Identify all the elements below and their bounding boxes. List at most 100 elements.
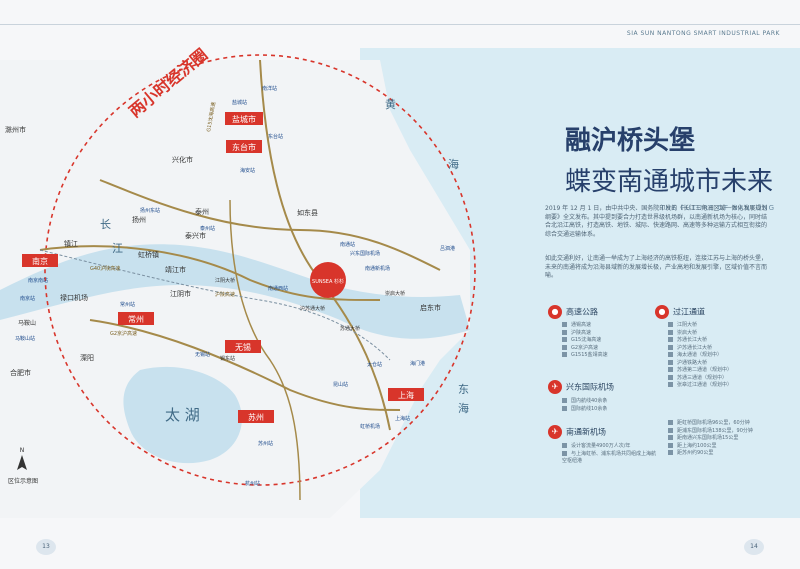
list-item: 国际航线10余条: [562, 406, 607, 414]
svg-text:南京: 南京: [32, 256, 48, 266]
station-label: 常州站: [120, 301, 135, 308]
title-block: 融沪桥头堡 蝶变南通城市未来 THE FUTURE OF NANTONG: [565, 120, 775, 212]
plane-icon: ✈: [548, 380, 562, 394]
station-label: 南通新机场: [365, 265, 390, 272]
station-label: 南通西站: [268, 285, 288, 292]
title-line-2: 蝶变南通城市未来: [565, 167, 774, 197]
bridge-label: 崇启大桥: [385, 290, 405, 297]
road-label: 沪陕高速: [215, 291, 235, 298]
bridge-label: 江阴大桥: [215, 277, 235, 284]
list-item: 与上海虹桥、浦东机场共同组成上海航空枢纽港: [562, 450, 657, 465]
city-label: 锡东站: [220, 355, 235, 362]
list-item: 苏通长江大桥: [668, 337, 732, 345]
railway-line: [39, 249, 391, 361]
station-label: 无锡站: [195, 351, 210, 358]
highway-south: [229, 199, 301, 501]
river-char-1: 长: [100, 218, 111, 231]
svg-text:常州: 常州: [128, 315, 144, 324]
title-subtitle: THE FUTURE OF NANTONG: [660, 204, 775, 212]
station-label: 吕泗港: [440, 245, 455, 252]
distance-list: 距虹桥国际机场96公里，60分钟 距浦东国际机场138公里，90分钟 距南通兴东…: [668, 420, 753, 458]
hub-marker: [310, 262, 346, 298]
sea-char-1: 黄: [385, 97, 396, 111]
city-label: 合肥市: [10, 368, 31, 377]
list-item: G15沈海高速: [562, 337, 608, 345]
xingdong-list: 国内航线40余条 国际航线10余条: [562, 398, 607, 413]
intro-paragraph: 2019 年 12 月 1 日，由中共中央、国务院印发的《长江三角洲区域一体化发…: [545, 205, 768, 239]
brand-name: SIA SUN NANTONG SMART INDUSTRIAL PARK: [626, 30, 780, 37]
header-rule: [0, 24, 800, 25]
red-city-shanghai: 上海: [388, 388, 424, 401]
list-item: 张皋过江通道（规划中）: [668, 382, 732, 390]
bridge-label: 苏通大桥: [340, 325, 360, 332]
list-item: 江阴大桥: [668, 322, 732, 330]
two-hour-circle: [44, 54, 476, 486]
xingdong-section-title: ✈兴东国际机场: [548, 380, 614, 394]
red-city-dongtai: 东台市: [226, 140, 262, 153]
bridge-icon: ●: [655, 305, 669, 319]
list-item: 距浦东国际机场138公里，90分钟: [668, 428, 753, 436]
station-label: 上海站: [395, 415, 410, 422]
station-label: 南京站: [20, 295, 35, 302]
road-label: G2京沪高速: [110, 330, 137, 337]
city-label: 如东县: [297, 208, 318, 217]
yangtze-river: [0, 244, 470, 339]
station-label: 南京南站: [28, 277, 48, 284]
east-sea-char-1: 东: [458, 383, 469, 396]
list-item: 海太通道（规划中）: [668, 352, 732, 360]
crossing-section-title: ●过江通道: [655, 305, 705, 319]
list-item: 崇启大桥: [668, 330, 732, 338]
station-label: 苏州站: [258, 440, 273, 447]
city-label: 泰州: [195, 207, 209, 216]
city-label: 兴化市: [172, 155, 193, 164]
city-label: 扬州: [132, 215, 146, 224]
station-label: 南洋站: [262, 85, 277, 92]
red-city-changzhou: 常州: [118, 312, 154, 325]
station-label: 盐城站: [232, 99, 247, 106]
car-icon: ●: [548, 305, 562, 319]
title-line-1: 融沪桥头堡: [565, 126, 696, 156]
value-paragraph: 如此交通利好，让南通一举成为了上海经济的高铁枢纽，连接江苏与上海的桥头堡，未来的…: [545, 255, 768, 280]
highway-list: 通锡高速 沪陕高速 G15沈海高速 G2京沪高速 G1515盐靖高速: [562, 322, 608, 360]
station-label: 马鞍山站: [15, 335, 35, 342]
station-label: 太仓站: [367, 361, 382, 368]
svg-text:N: N: [20, 447, 25, 454]
new-airport-section-title: ✈南通新机场: [548, 425, 606, 439]
station-label: 泰州站: [200, 225, 215, 232]
list-item: G2京沪高速: [562, 345, 608, 353]
list-item: 设计客流量4900万人次/年: [562, 443, 657, 451]
highway-section-title: ●高速公路: [548, 305, 598, 319]
city-label: 镇江: [64, 239, 78, 248]
bridge-label: 沪苏通大桥: [300, 305, 325, 312]
crossing-list: 江阴大桥 崇启大桥 苏通长江大桥 沪苏通长江大桥 海太通道（规划中） 沪通铁路大…: [668, 322, 732, 390]
highway-g40: [39, 245, 381, 301]
list-item: 苏通三通道（规划中）: [668, 375, 732, 383]
page-number-left: 13: [36, 539, 56, 555]
compass-label: 区位示意图: [8, 477, 38, 485]
list-item: 国内航线40余条: [562, 398, 607, 406]
list-item: 距上海约100公里: [668, 443, 753, 451]
svg-text:东台市: 东台市: [232, 142, 256, 152]
road-label: G40沪陕高速: [90, 265, 120, 272]
lake-label: 太 湖: [165, 406, 200, 424]
tai-lake: [123, 366, 242, 464]
list-item: 距苏州约90公里: [668, 450, 753, 458]
list-item: G1515盐靖高速: [562, 352, 608, 360]
red-city-yancheng: 盐城市: [225, 112, 263, 125]
red-city-suzhou: 苏州: [238, 410, 274, 423]
station-label: 虹桥机场: [360, 423, 380, 430]
new-airport-list: 设计客流量4900万人次/年 与上海虹桥、浦东机场共同组成上海航空枢纽港: [562, 443, 657, 466]
station-label: 兴东国际机场: [350, 250, 380, 257]
east-sea-char-2: 海: [458, 401, 469, 415]
hub-label: SUNSEA 杉杉: [312, 278, 344, 285]
red-city-nanjing: 南京: [22, 254, 58, 267]
highway-g2: [89, 319, 401, 411]
sea-char-2: 海: [448, 157, 459, 171]
station-label: 扬州东站: [140, 207, 160, 214]
list-item: 通锡高速: [562, 322, 608, 330]
list-item: 距南通兴东国际机场15公里: [668, 435, 753, 443]
river-char-2: 江: [112, 242, 123, 255]
svg-text:无锡: 无锡: [235, 343, 251, 352]
